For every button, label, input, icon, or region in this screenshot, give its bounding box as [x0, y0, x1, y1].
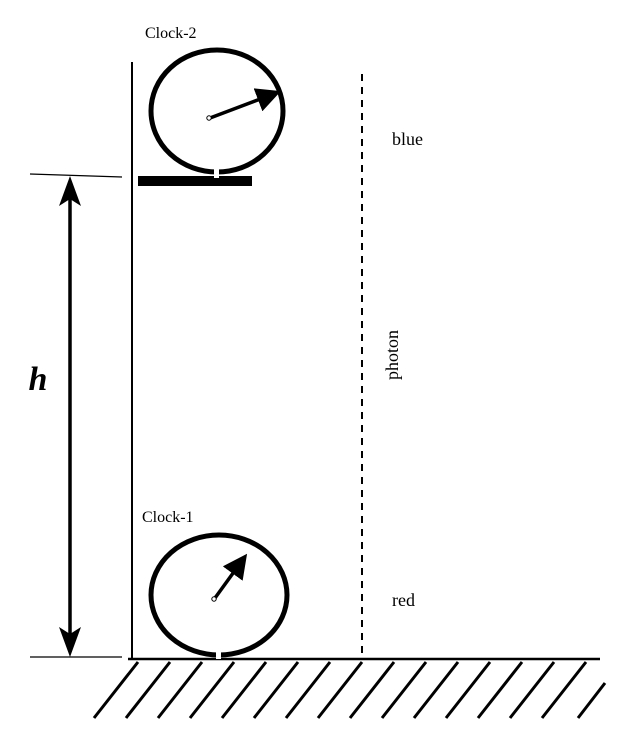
clock-1-hand [213, 553, 248, 600]
clock-1-label: Clock-1 [142, 509, 194, 526]
blue-label: blue [392, 129, 423, 149]
clock-2-pivot [206, 115, 212, 121]
clock-1-pivot [211, 596, 217, 602]
hatch-mark [124, 661, 172, 719]
clock-1 [148, 532, 290, 659]
clock-2 [148, 47, 286, 178]
height-top-reference [29, 173, 123, 178]
hatch-mark [444, 661, 492, 719]
top-platform [138, 176, 252, 186]
hatch-mark [576, 682, 607, 719]
hatch-mark [252, 661, 300, 719]
hatch-mark [188, 661, 236, 719]
hatch-mark [348, 661, 396, 719]
hatch-mark [316, 661, 364, 719]
hatch-mark [220, 661, 268, 719]
height-arrow-head-down [59, 627, 81, 657]
hatch-mark [92, 661, 140, 719]
clock-2-label: Clock-2 [145, 25, 197, 42]
clock-2-stand [214, 168, 219, 178]
hatch-mark [508, 661, 556, 719]
hatch-mark [540, 661, 588, 719]
clock-2-hand [209, 88, 281, 120]
ground-hatching [92, 661, 607, 719]
clock-1-stand [216, 651, 221, 659]
hatch-mark [476, 661, 524, 719]
hatch-mark [284, 661, 332, 719]
red-label: red [392, 590, 415, 610]
height-double-arrow [59, 176, 81, 657]
hatch-mark [380, 661, 428, 719]
height-label: h [29, 361, 48, 398]
height-arrow-head-up [59, 176, 81, 206]
hatch-mark [156, 661, 204, 719]
hatch-mark [412, 661, 460, 719]
clock-2-face [148, 47, 286, 175]
photon-label: photon [382, 330, 402, 380]
